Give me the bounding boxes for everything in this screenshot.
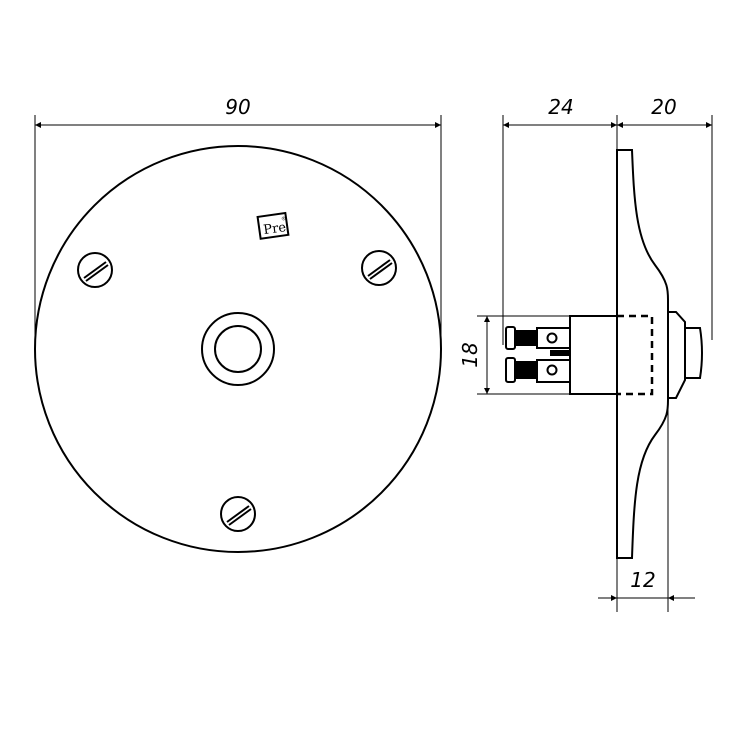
brand-logo: Pre ®	[256, 211, 290, 240]
screw-icon	[361, 250, 397, 286]
svg-text:®: ®	[281, 215, 287, 223]
dimension-plate-thickness: 12	[630, 568, 655, 592]
dimension-button-depth: 20	[651, 95, 676, 119]
base-plate-outline	[34, 145, 442, 553]
dimension-diameter: 90	[225, 95, 250, 119]
terminal-bottom	[505, 357, 571, 383]
terminal-top	[505, 326, 571, 350]
button-ring-inner	[214, 325, 262, 373]
button-ring-outer	[201, 312, 275, 386]
dimension-terminal-height: 18	[458, 342, 482, 367]
hidden-body-outline	[617, 314, 654, 396]
screw-icon	[220, 496, 256, 532]
dimension-body-depth: 24	[548, 95, 573, 119]
svg-text:Pre: Pre	[263, 220, 288, 238]
screw-icon	[77, 252, 113, 288]
front-view: Pre ® 90	[34, 95, 442, 553]
side-view: 24 20 18 12	[458, 95, 713, 612]
plate-profile	[616, 149, 669, 559]
button-bezel	[668, 311, 686, 399]
switch-body	[569, 315, 618, 395]
push-button	[685, 327, 703, 379]
